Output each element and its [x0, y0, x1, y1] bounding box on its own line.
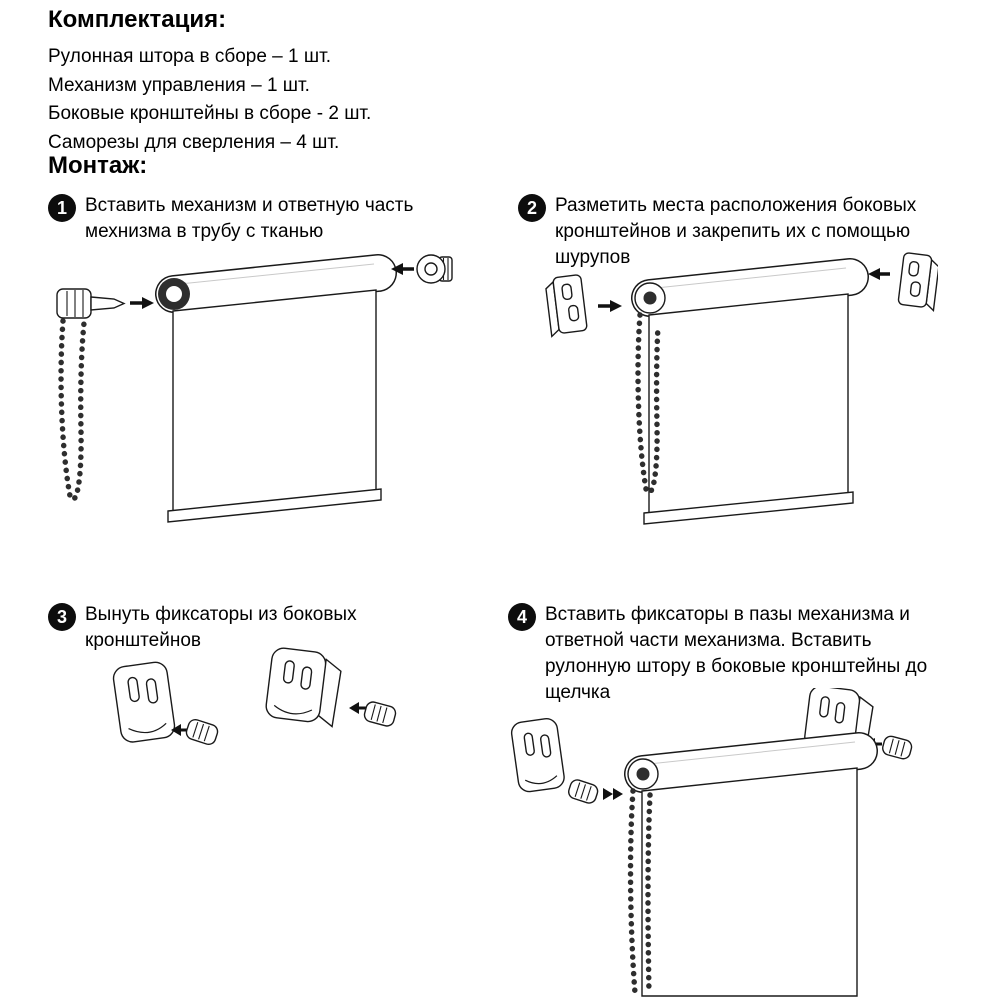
- insert-arrow-icon: [130, 297, 154, 309]
- step-4: 4 Вставить фиксаторы в пазы механизма и …: [508, 602, 938, 706]
- left-arrow-icon: [598, 300, 622, 312]
- control-mechanism-end: [627, 758, 659, 790]
- control-mechanism-end: [634, 282, 666, 314]
- step-3-illustration: [112, 647, 397, 746]
- package-item-3: Боковые кронштейны в сборе - 2 шт.: [48, 103, 372, 124]
- bead-chain-front: [627, 788, 638, 996]
- fabric-panel: [641, 767, 858, 997]
- right-bracket: [265, 647, 342, 728]
- package-item-2: Механизм управления – 1 шт.: [48, 74, 310, 96]
- roller-tube: [631, 258, 869, 317]
- control-mechanism: [56, 288, 126, 319]
- right-remove-arrow-icon: [349, 702, 366, 714]
- roller-tube: [624, 732, 878, 793]
- step-2-illustration: [545, 252, 938, 525]
- bead-chain: [58, 318, 87, 503]
- bead-chain-back: [645, 792, 653, 996]
- weight-bar: [643, 491, 854, 525]
- step-2-text: Разметить места расположения боковых кро…: [555, 195, 917, 268]
- package-contents-section: Комплектация: Рулонная штора в сборе – 1…: [48, 6, 371, 157]
- left-fixator: [185, 718, 219, 746]
- left-fixator: [568, 779, 599, 804]
- roller-tube: [155, 254, 397, 313]
- left-bracket: [510, 718, 565, 793]
- right-bracket: [897, 252, 938, 312]
- step-3: 3 Вынуть фиксаторы из боковых кронштейно…: [48, 602, 448, 654]
- step-4-number-badge: 4: [508, 603, 536, 631]
- step-2-number-badge: 2: [518, 194, 546, 222]
- step-3-text: Вынуть фиксаторы из боковых кронштейнов: [85, 604, 357, 651]
- step-3-number-badge: 3: [48, 603, 76, 631]
- step-1: 1 Вставить механизм и ответную часть мех…: [48, 193, 458, 245]
- step-2: 2 Разметить места расположения боковых к…: [518, 193, 938, 271]
- fabric-panel: [172, 289, 377, 514]
- right-fixator: [363, 701, 397, 727]
- package-item-4: Саморезы для сверления – 4 шт.: [48, 131, 340, 153]
- bead-chain: [635, 312, 661, 496]
- left-bracket: [545, 274, 588, 338]
- step-1-number-badge: 1: [48, 194, 76, 222]
- end-cap: [391, 254, 453, 284]
- left-bracket: [112, 661, 176, 743]
- step-1-illustration: [56, 254, 453, 523]
- step-4-illustration: [510, 688, 913, 997]
- tube-open-end: [158, 278, 190, 310]
- step-4-text: Вставить фиксаторы в пазы механизма и от…: [545, 604, 928, 703]
- package-contents-title: Комплектация:: [48, 6, 227, 33]
- fabric-panel: [648, 293, 849, 516]
- step-1-text: Вставить механизм и ответную часть мехни…: [85, 195, 414, 242]
- right-arrow-icon: [868, 268, 890, 280]
- installation-title: Монтаж:: [48, 152, 148, 179]
- weight-bar: [167, 488, 382, 523]
- package-item-1: Рулонная штора в сборе – 1 шт.: [48, 46, 331, 67]
- insert-arrow-icon: [603, 788, 623, 800]
- top-right-fixator: [882, 735, 913, 760]
